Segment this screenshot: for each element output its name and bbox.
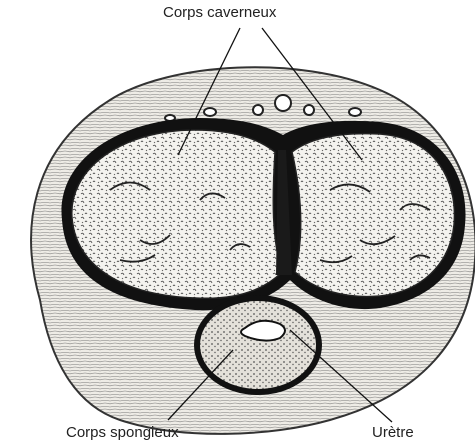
label-corps-spongieux: Corps spongieux xyxy=(66,424,179,441)
corpus-spongiosum xyxy=(194,295,322,395)
label-uretre: Urètre xyxy=(372,424,414,441)
right-corpus-cavernosum xyxy=(292,134,454,297)
label-corps-caverneux: Corps caverneux xyxy=(163,4,276,21)
